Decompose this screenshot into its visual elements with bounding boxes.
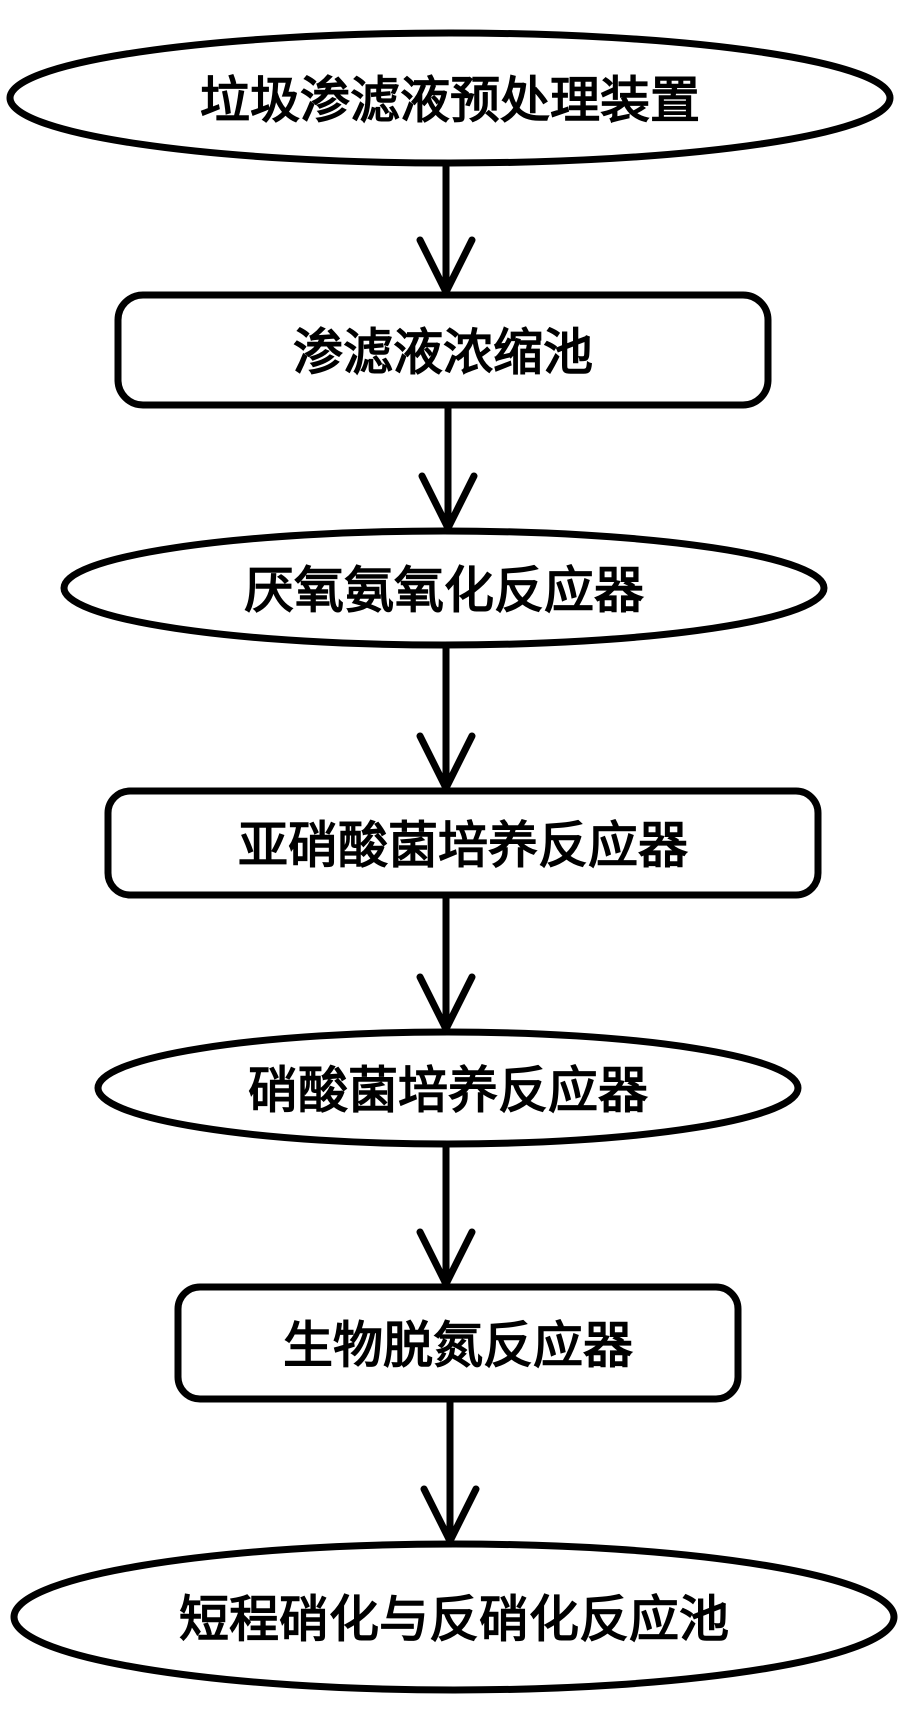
node-label: 垃圾渗滤液预处理装置	[200, 71, 700, 130]
arrow-n2-to-n3	[418, 405, 478, 532]
node-label: 亚硝酸菌培养反应器	[238, 816, 689, 875]
node-label: 厌氧氨氧化反应器	[244, 561, 645, 620]
node-rounded-rect	[174, 1283, 742, 1403]
node-ellipse	[60, 527, 828, 649]
flow-node-n4: 亚硝酸菌培养反应器	[104, 787, 822, 899]
node-rounded-rect	[104, 787, 822, 899]
node-label: 渗滤液浓缩池	[293, 323, 593, 382]
node-ellipse	[10, 1540, 898, 1694]
node-label: 硝酸菌培养反应器	[248, 1061, 649, 1120]
node-rounded-rect	[114, 291, 772, 409]
flow-node-n6: 生物脱氮反应器	[174, 1283, 742, 1403]
arrow-n1-to-n2	[416, 163, 476, 296]
flow-node-n1: 垃圾渗滤液预处理装置	[6, 29, 894, 167]
flow-node-n5: 硝酸菌培养反应器	[94, 1028, 802, 1148]
node-label: 生物脱氮反应器	[283, 1316, 634, 1375]
flow-node-n7: 短程硝化与反硝化反应池	[10, 1540, 898, 1694]
nodes-layer: 垃圾渗滤液预处理装置渗滤液浓缩池厌氧氨氧化反应器亚硝酸菌培养反应器硝酸菌培养反应…	[6, 29, 898, 1694]
arrow-n6-to-n7	[420, 1399, 480, 1545]
node-ellipse	[6, 29, 894, 167]
flow-node-n3: 厌氧氨氧化反应器	[60, 527, 828, 649]
flow-node-n2: 渗滤液浓缩池	[114, 291, 772, 409]
node-label: 短程硝化与反硝化反应池	[179, 1590, 729, 1649]
arrow-n3-to-n4	[416, 645, 476, 792]
arrow-n5-to-n6	[416, 1144, 476, 1288]
node-ellipse	[94, 1028, 802, 1148]
arrow-n4-to-n5	[416, 895, 476, 1033]
